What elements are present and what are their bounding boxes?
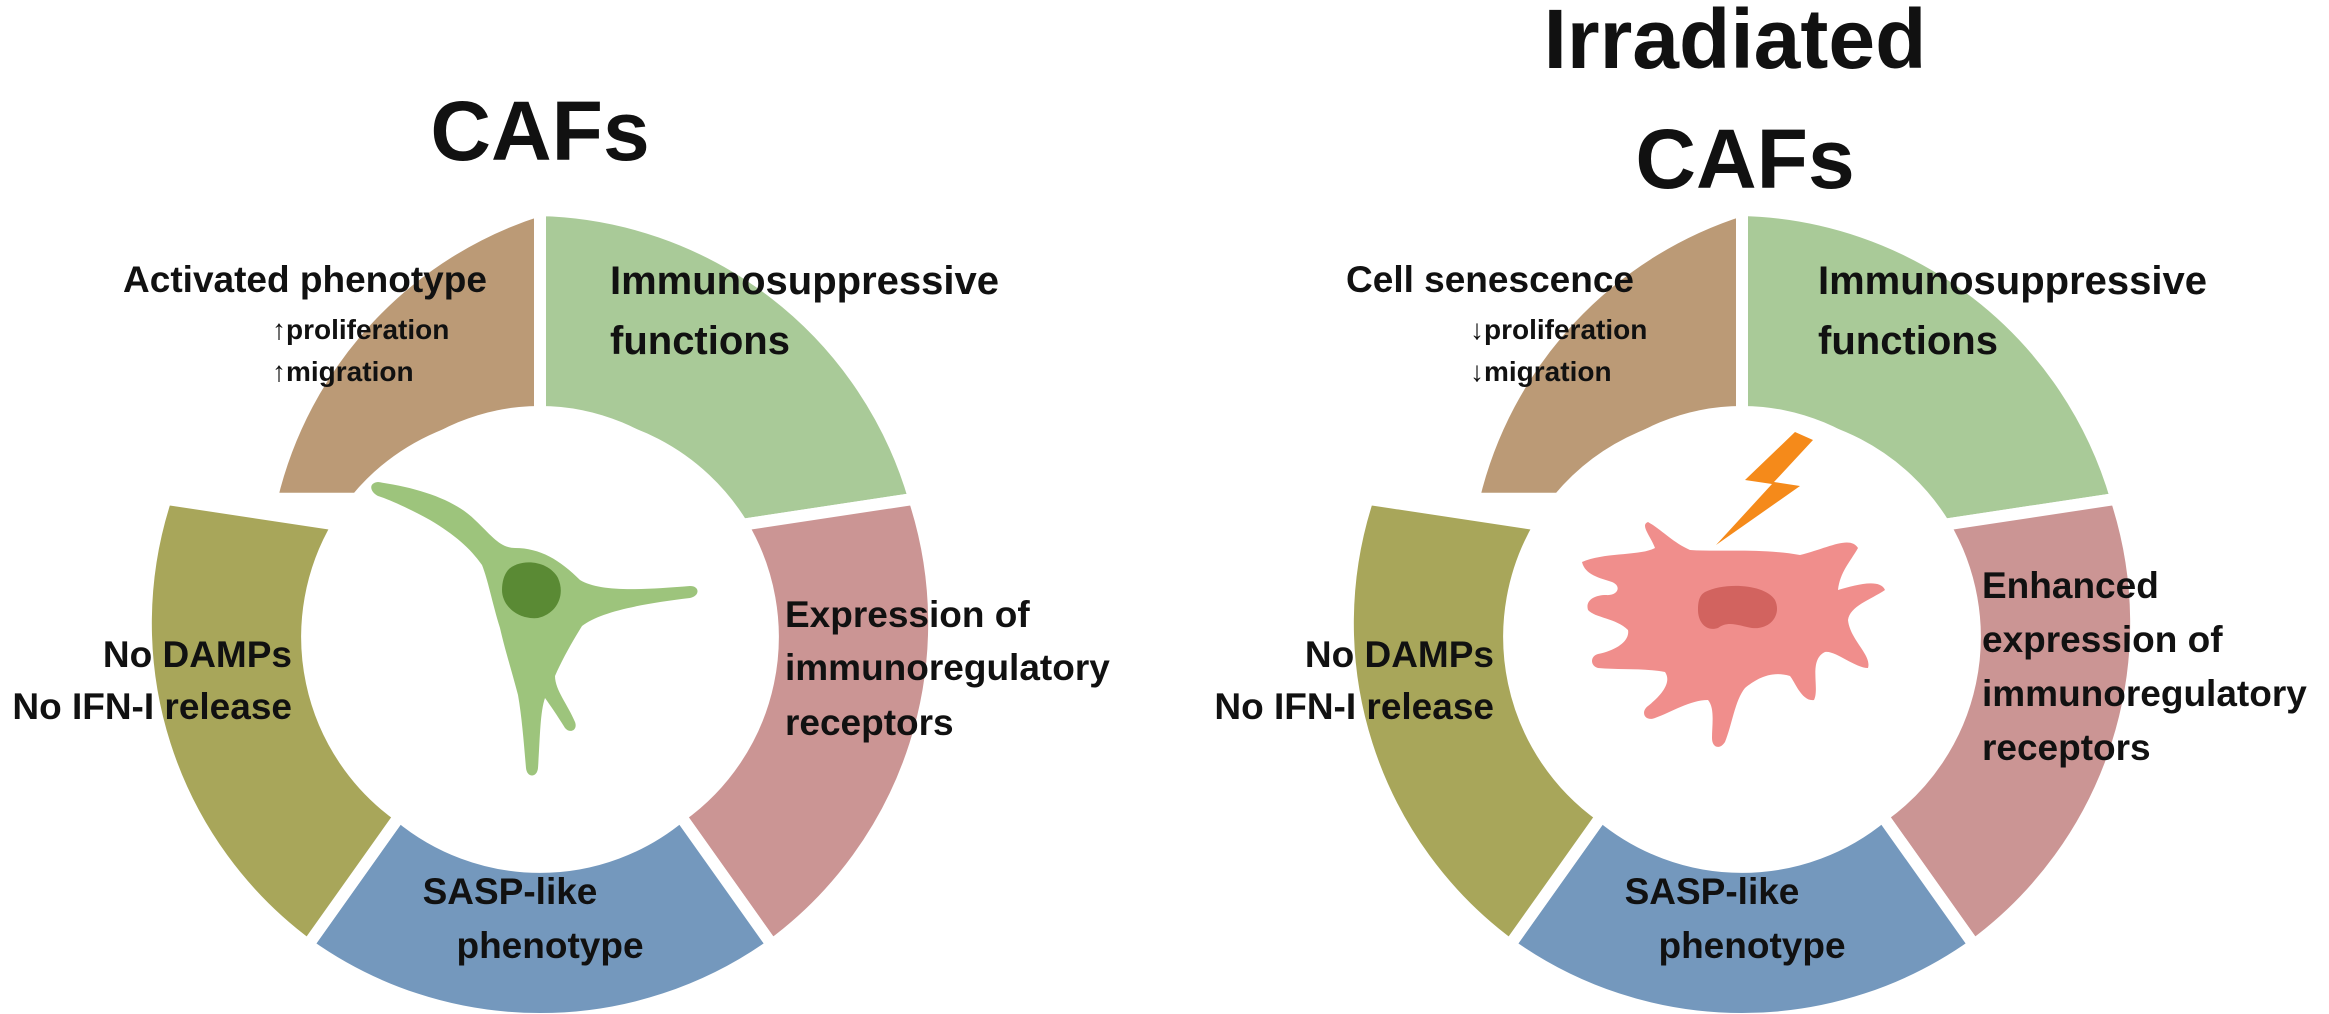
panel-cafs: CAFs Activated phenotype ↑proliferation … [12, 84, 1110, 1014]
irradiated-fibroblast-icon [1582, 522, 1885, 747]
segment-no-damps [139, 492, 408, 954]
panel-title-line2: CAFs [1635, 112, 1854, 206]
segment-no-damps [1341, 492, 1610, 954]
activated-phenotype-title: Activated phenotype [123, 259, 487, 300]
panel-irradiated-cafs: Irradiated CAFs Cell senescence ↓prolife… [1214, 0, 2307, 1014]
immunosuppressive-label-line2: functions [1818, 319, 1998, 363]
receptors-label-line2: immunoregulatory [785, 647, 1110, 688]
receptors-label-line4: receptors [1982, 727, 2151, 768]
receptors-label-line1: Expression of [785, 594, 1030, 635]
sasp-label-line2: phenotype [456, 925, 643, 966]
immunosuppressive-label-line1: Immunosuppressive [610, 259, 999, 303]
lightning-bolt-icon [1716, 432, 1813, 545]
sasp-label-line2: phenotype [1658, 925, 1845, 966]
panel-title-line1: Irradiated [1544, 0, 1927, 86]
receptors-label-line2: expression of [1982, 619, 2223, 660]
activated-sub-migration: ↑migration [272, 356, 414, 387]
sasp-label-line1: SASP-like [1625, 871, 1800, 912]
segment-sasp [299, 807, 781, 1014]
immunosuppressive-label-line1: Immunosuppressive [1818, 259, 2207, 303]
no-damps-label-line1: No DAMPs [103, 634, 292, 675]
no-damps-label-line1: No DAMPs [1305, 634, 1494, 675]
no-damps-label-line2: No IFN-I release [12, 686, 292, 727]
segment-sasp [1501, 807, 1983, 1014]
receptors-label-line3: receptors [785, 702, 954, 743]
receptors-label-line1: Enhanced [1982, 565, 2159, 606]
panel-title: CAFs [430, 84, 649, 178]
receptors-label-line3: immunoregulatory [1982, 673, 2307, 714]
senescence-sub-migration: ↓migration [1470, 356, 1612, 387]
fibroblast-icon [371, 482, 698, 776]
sasp-label-line1: SASP-like [423, 871, 598, 912]
activated-sub-proliferation: ↑proliferation [272, 314, 449, 345]
senescence-sub-proliferation: ↓proliferation [1470, 314, 1647, 345]
immunosuppressive-label-line2: functions [610, 319, 790, 363]
cell-senescence-title: Cell senescence [1346, 259, 1634, 300]
no-damps-label-line2: No IFN-I release [1214, 686, 1494, 727]
